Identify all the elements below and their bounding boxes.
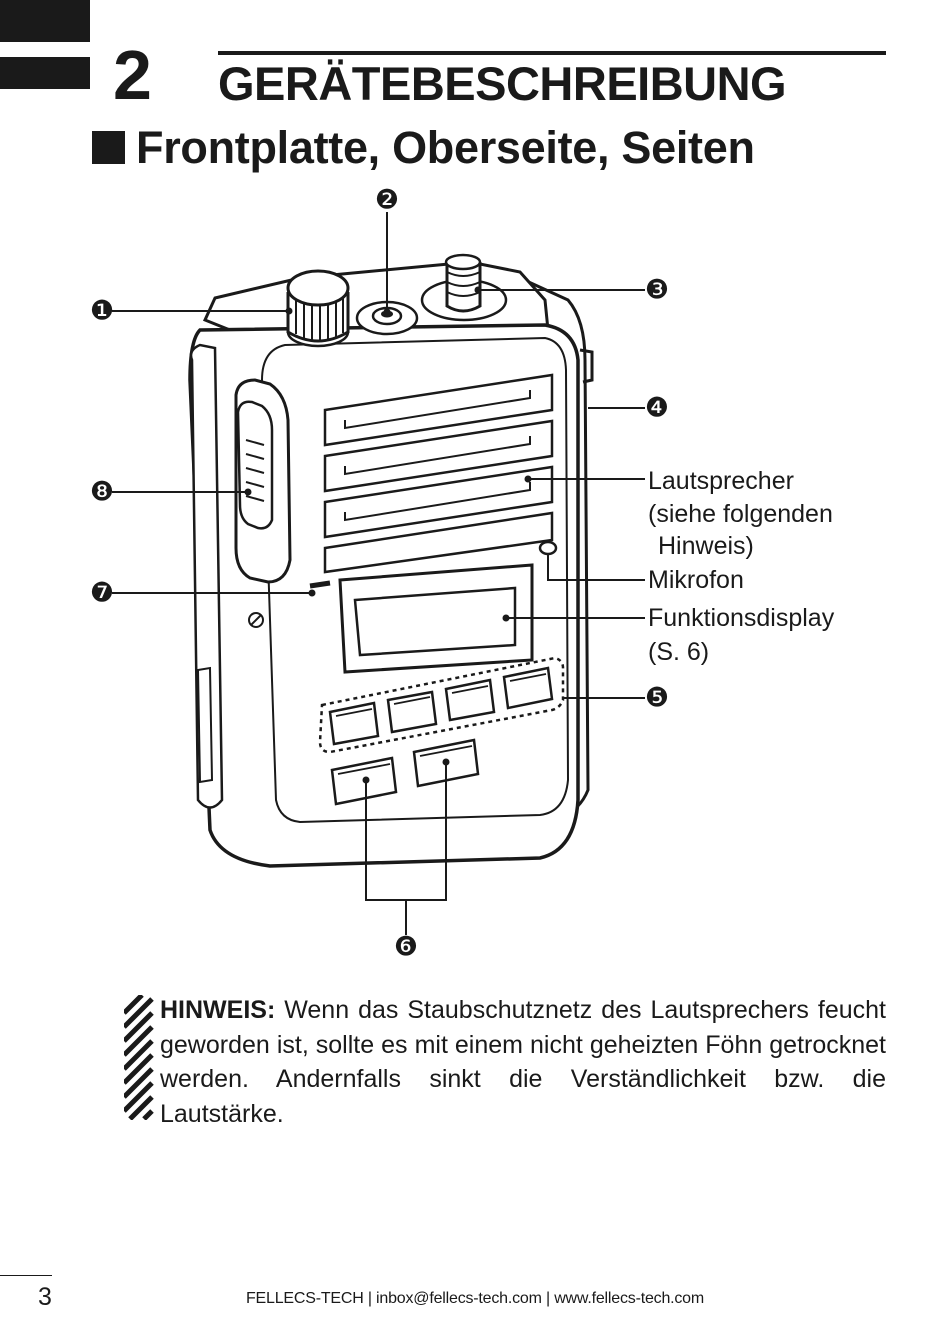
callout-marker-8: ❽ bbox=[90, 477, 114, 508]
chapter-tab-bottom bbox=[0, 57, 90, 89]
label-function-display-page: (S. 6) bbox=[648, 638, 710, 666]
ptt-button bbox=[236, 400, 274, 530]
section-marker-square bbox=[92, 131, 125, 164]
label-speaker-note-1: (siehe folgenden bbox=[648, 500, 833, 528]
radio-device-illustration: ❶ ❷ ❸ ❹ ❺ ❻ ❼ ❽ bbox=[90, 185, 669, 963]
chapter-tab-top bbox=[0, 0, 90, 42]
keypad-group-outline bbox=[318, 656, 565, 754]
note-hatch-icon bbox=[124, 995, 154, 1120]
callout-marker-6: ❻ bbox=[394, 932, 418, 963]
chapter-number: 2 bbox=[113, 36, 152, 114]
note-body: Wenn das Staubschutznetz des Lautspreche… bbox=[160, 996, 886, 1128]
label-function-display: Funktionsdisplay bbox=[648, 604, 835, 632]
page-number: 3 bbox=[38, 1283, 52, 1311]
section-title: Frontplatte, Oberseite, Seiten bbox=[136, 122, 755, 173]
microphone-hole bbox=[538, 540, 558, 556]
side-strap-lug bbox=[579, 348, 594, 384]
speaker-grille bbox=[323, 373, 554, 574]
function-keys bbox=[328, 666, 554, 746]
label-speaker-note-2: Hinweis) bbox=[658, 532, 754, 560]
footer-contact: FELLECS-TECH | inbox@fellecs-tech.com | … bbox=[245, 1290, 705, 1307]
callout-marker-5: ❺ bbox=[645, 683, 669, 714]
note-paragraph: HINWEIS: Wenn das Staubschutznetz des La… bbox=[160, 993, 886, 1131]
chapter-title: GERÄTEBESCHREIBUNG bbox=[218, 57, 787, 110]
led-indicator bbox=[309, 580, 331, 589]
callout-marker-7: ❼ bbox=[90, 578, 114, 609]
chapter-rule bbox=[218, 51, 886, 55]
label-microphone: Mikrofon bbox=[648, 566, 744, 594]
note-label: HINWEIS: bbox=[160, 996, 276, 1024]
callout-marker-4: ❹ bbox=[645, 393, 669, 424]
label-speaker: Lautsprecher bbox=[648, 467, 794, 495]
callout-marker-3: ❸ bbox=[645, 275, 669, 306]
callout-leader-lines bbox=[112, 212, 645, 935]
footer-rule bbox=[0, 1275, 52, 1276]
callout-marker-1: ❶ bbox=[90, 296, 114, 327]
callout-marker-2: ❷ bbox=[375, 185, 399, 216]
